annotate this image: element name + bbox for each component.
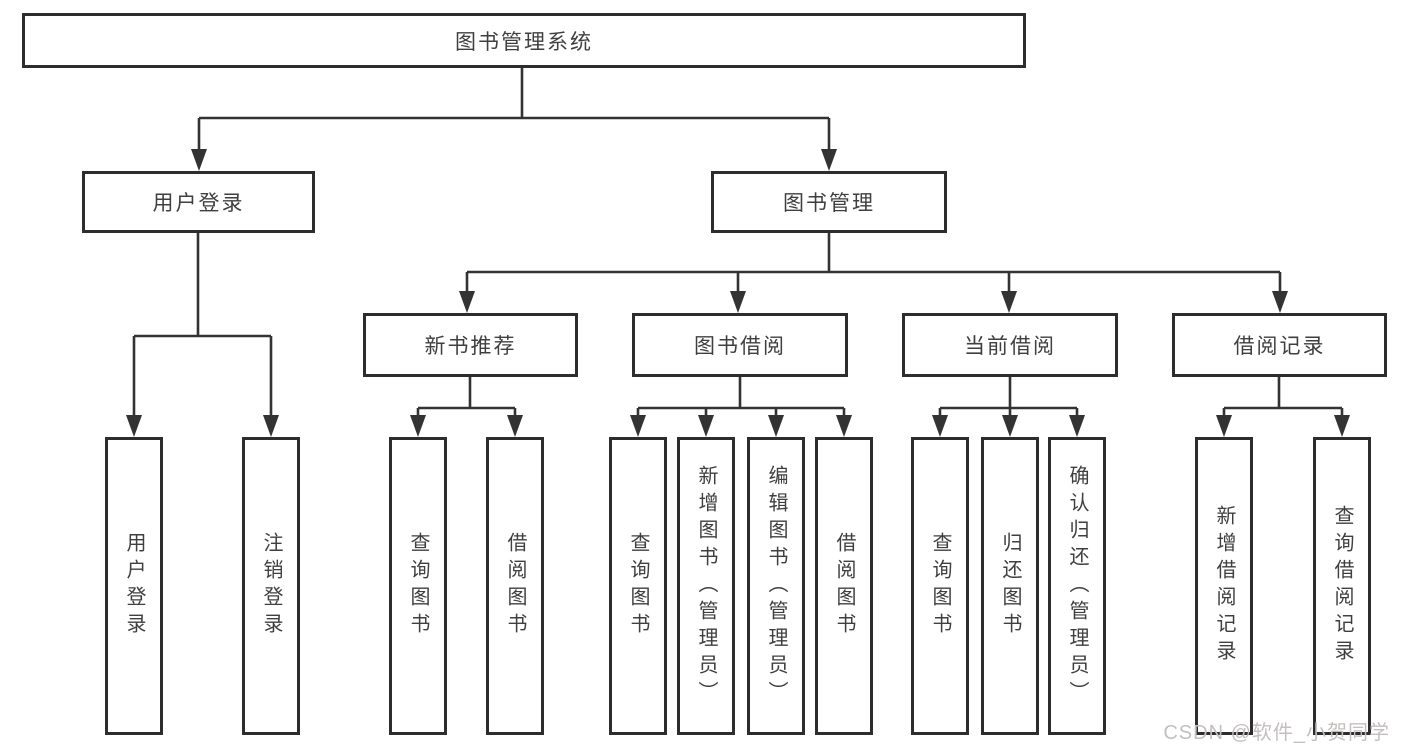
node-book-management-label: 图书管理 <box>783 192 875 215</box>
node-book-management: 图书管理 <box>711 171 947 233</box>
leaf-current-return-books: 归还图书 <box>981 437 1039 735</box>
connector-root-branch <box>191 68 837 171</box>
leaf-user-login-label: 用户登录 <box>123 532 145 640</box>
node-system-root: 图书管理系统 <box>22 13 1026 68</box>
leaf-user-login: 用户登录 <box>105 437 163 735</box>
node-current-borrowing-label: 当前借阅 <box>964 335 1056 358</box>
node-borrowing-records: 借阅记录 <box>1172 313 1387 377</box>
connector-new-books-branch <box>410 377 523 437</box>
connector-user-login-branch <box>126 233 279 437</box>
node-new-book-recommend-label: 新书推荐 <box>424 335 517 358</box>
leaf-current-query-books: 查询图书 <box>911 437 969 735</box>
leaf-current-confirm-return-admin: 确认归还（管理员） <box>1048 437 1106 735</box>
node-system-root-label: 图书管理系统 <box>455 30 593 54</box>
leaf-records-query-record: 查询借阅记录 <box>1313 437 1371 735</box>
node-new-book-recommend: 新书推荐 <box>363 313 578 377</box>
leaf-records-add-record: 新增借阅记录 <box>1195 437 1253 735</box>
connector-book-mgmt-branch <box>459 233 1288 313</box>
csdn-watermark: CSDN @软件_小贺同学 <box>1163 722 1390 744</box>
node-current-borrowing: 当前借阅 <box>902 313 1118 377</box>
leaf-newbooks-query-books-label: 查询图书 <box>407 532 429 640</box>
node-book-borrowing: 图书借阅 <box>632 313 848 377</box>
node-borrowing-records-label: 借阅记录 <box>1233 335 1326 358</box>
leaf-logout-label: 注销登录 <box>260 532 282 640</box>
leaf-borrowing-add-books-admin: 新增图书（管理员） <box>677 437 735 735</box>
node-user-login-label: 用户登录 <box>152 192 245 215</box>
leaf-records-query-record-label: 查询借阅记录 <box>1331 505 1353 667</box>
leaf-newbooks-borrow-books-label: 借阅图书 <box>504 532 526 640</box>
connector-borrow-records-branch <box>1216 377 1350 437</box>
leaf-records-add-record-label: 新增借阅记录 <box>1213 505 1235 667</box>
leaf-current-return-books-label: 归还图书 <box>999 532 1021 640</box>
leaf-borrowing-query-books: 查询图书 <box>609 437 667 735</box>
connector-current-borrow-branch <box>932 377 1085 437</box>
leaf-borrowing-add-books-admin-label: 新增图书（管理员） <box>695 464 717 708</box>
connector-book-borrow-branch <box>630 377 852 437</box>
leaf-newbooks-borrow-books: 借阅图书 <box>486 437 544 735</box>
leaf-borrowing-edit-books-admin: 编辑图书（管理员） <box>747 437 805 735</box>
leaf-borrowing-edit-books-admin-label: 编辑图书（管理员） <box>765 464 787 708</box>
node-user-login: 用户登录 <box>82 171 315 233</box>
leaf-current-confirm-return-admin-label: 确认归还（管理员） <box>1066 464 1088 708</box>
leaf-current-query-books-label: 查询图书 <box>929 532 951 640</box>
leaf-logout: 注销登录 <box>242 437 300 735</box>
leaf-borrowing-borrow-books-label: 借阅图书 <box>833 532 855 640</box>
leaf-borrowing-borrow-books: 借阅图书 <box>815 437 873 735</box>
leaf-borrowing-query-books-label: 查询图书 <box>627 532 649 640</box>
leaf-newbooks-query-books: 查询图书 <box>389 437 447 735</box>
node-book-borrowing-label: 图书借阅 <box>694 335 786 358</box>
